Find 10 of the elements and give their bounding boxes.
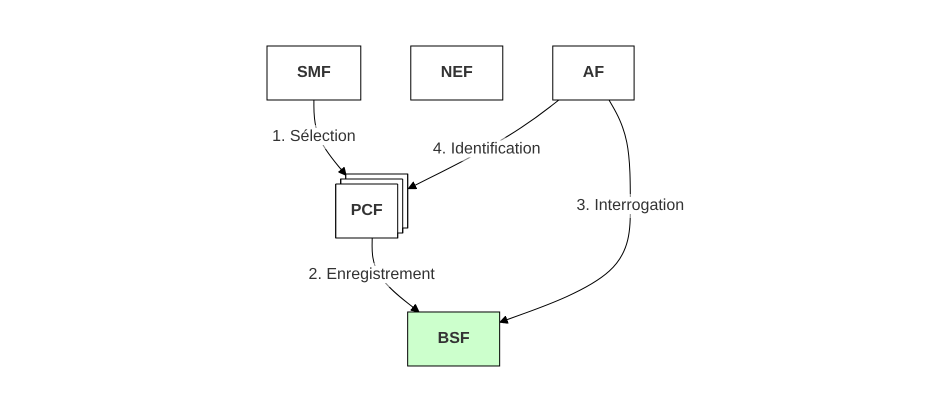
edge-label: 2. Enregistrement: [308, 266, 435, 283]
node-box: NEF: [410, 46, 504, 100]
arrow: [408, 100, 560, 190]
arrow: [499, 100, 631, 324]
node-box: BSF: [407, 311, 500, 366]
node-box: AF: [552, 46, 635, 100]
edge-label: 3. Interrogation: [576, 196, 684, 214]
edge-label: 4. Identification: [432, 140, 540, 158]
node-box: SMF: [266, 46, 362, 100]
edge-label: 1. Sélection: [272, 128, 356, 145]
